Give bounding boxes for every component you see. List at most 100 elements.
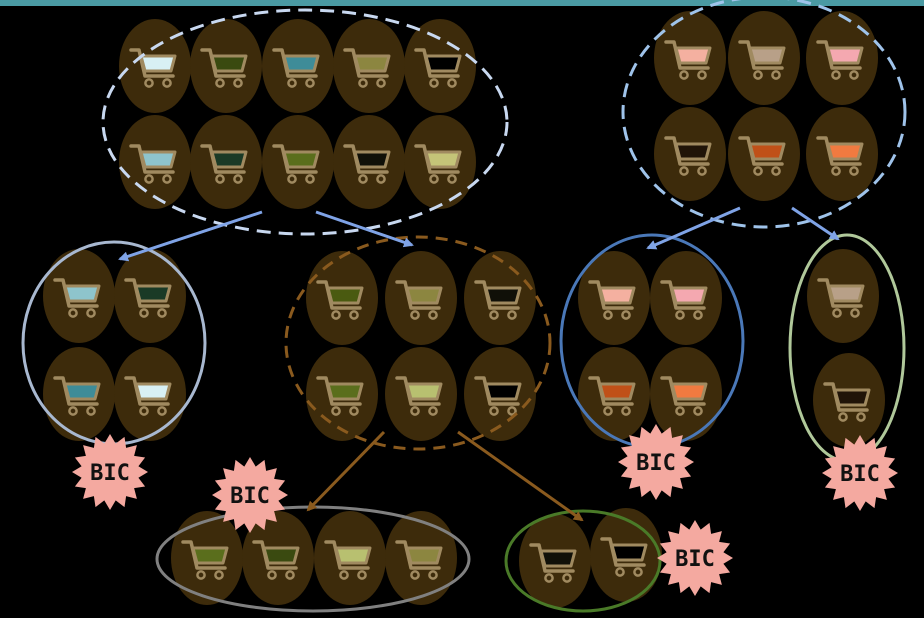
shopping-cart-icon (316, 280, 364, 320)
cart-node-tr5 (728, 107, 800, 201)
shopping-cart-icon (816, 136, 864, 176)
shopping-cart-icon (53, 376, 101, 416)
cart-node-m4 (306, 347, 378, 441)
cart-node-tr4 (654, 107, 726, 201)
shopping-cart-icon (738, 136, 786, 176)
shopping-cart-icon (129, 48, 177, 88)
cart-node-tl5 (404, 19, 476, 113)
cart-node-tl3 (262, 19, 334, 113)
bic-badge-layer: BIC BIC BIC BIC BIC (72, 424, 898, 596)
burst-star-icon (657, 520, 733, 596)
shopping-cart-icon (395, 280, 443, 320)
burst-star-icon (822, 435, 898, 511)
cart-node-gb2 (242, 511, 314, 605)
shopping-cart-icon (124, 278, 172, 318)
cart-node-tl8 (262, 115, 334, 209)
bic-badge-left: BIC (72, 434, 148, 510)
burst-star-icon (72, 434, 148, 510)
shopping-cart-icon (588, 376, 636, 416)
cluster-rings (21, 0, 907, 613)
cart-node-gr2 (590, 508, 662, 602)
ring-top-left-cluster (101, 8, 509, 236)
shopping-cart-icon (823, 382, 871, 422)
cart-node-tl9 (333, 115, 405, 209)
cart-node-tr1 (654, 11, 726, 105)
shopping-cart-icon (181, 540, 229, 580)
node-layer (43, 11, 885, 608)
cart-node-g2 (813, 353, 885, 447)
cart-node-m2 (385, 251, 457, 345)
cart-node-l2 (114, 249, 186, 343)
burst-star-icon (212, 457, 288, 533)
burst-star-icon (618, 424, 694, 500)
arrow-middle-to-gray (306, 430, 386, 512)
shopping-cart-icon (316, 376, 364, 416)
cart-node-tr6 (806, 107, 878, 201)
cart-node-m5 (385, 347, 457, 441)
ring-green-bottom-cluster (504, 509, 662, 613)
cart-node-tl10 (404, 115, 476, 209)
shopping-cart-icon (660, 280, 708, 320)
cart-node-l3 (43, 347, 115, 441)
shopping-cart-icon (738, 40, 786, 80)
shopping-cart-icon (324, 540, 372, 580)
shopping-cart-icon (664, 136, 712, 176)
top-strip (0, 0, 924, 6)
cart-node-g1 (807, 249, 879, 343)
arrow-top-left-to-left (118, 210, 263, 262)
bic-label: BIC (230, 484, 270, 509)
arrow-top-right-to-green (791, 206, 840, 241)
shopping-cart-icon (200, 144, 248, 184)
cart-node-m1 (306, 251, 378, 345)
cart-node-tl7 (190, 115, 262, 209)
cart-node-m3 (464, 251, 536, 345)
ring-top-right-cluster (621, 0, 907, 229)
shopping-cart-icon (395, 540, 443, 580)
shopping-cart-icon (600, 537, 648, 577)
shopping-cart-icon (343, 144, 391, 184)
arrow-top-left-to-middle (315, 210, 414, 248)
cart-node-l4 (114, 347, 186, 441)
shopping-cart-icon (414, 48, 462, 88)
cart-node-tr2 (728, 11, 800, 105)
cart-node-tl1 (119, 19, 191, 113)
cart-node-gb4 (385, 511, 457, 605)
cart-node-tr3 (806, 11, 878, 105)
shopping-cart-icon (664, 40, 712, 80)
bic-label: BIC (675, 547, 715, 572)
shopping-cart-icon (124, 376, 172, 416)
bic-label: BIC (840, 462, 880, 487)
cart-node-m6 (464, 347, 536, 441)
cart-node-gr1 (519, 514, 591, 608)
cart-node-tl6 (119, 115, 191, 209)
cart-node-l1 (43, 249, 115, 343)
bic-badge-bottom-right: BIC (657, 520, 733, 596)
shopping-cart-icon (395, 376, 443, 416)
shopping-cart-icon (343, 48, 391, 88)
cart-node-gb1 (171, 511, 243, 605)
bic-label: BIC (636, 451, 676, 476)
shopping-cart-icon (529, 543, 577, 583)
shopping-cart-icon (414, 144, 462, 184)
cart-node-b1 (578, 251, 650, 345)
shopping-cart-icon (272, 48, 320, 88)
cart-node-b3 (578, 347, 650, 441)
bic-badge-mid: BIC (212, 457, 288, 533)
cart-node-b2 (650, 251, 722, 345)
bic-badge-blue: BIC (618, 424, 694, 500)
shopping-cart-icon (200, 48, 248, 88)
shopping-cart-icon (817, 278, 865, 318)
shopping-cart-icon (474, 376, 522, 416)
shopping-cart-icon (53, 278, 101, 318)
cart-node-tl4 (333, 19, 405, 113)
shopping-cart-icon (816, 40, 864, 80)
cart-node-b4 (650, 347, 722, 441)
cart-node-gb3 (314, 511, 386, 605)
shopping-cart-icon (272, 144, 320, 184)
shopping-cart-icon (660, 376, 708, 416)
arrow-middle-to-green-bottom (457, 430, 584, 522)
cart-node-tl2 (190, 19, 262, 113)
shopping-cart-icon (252, 540, 300, 580)
shopping-cart-icon (474, 280, 522, 320)
